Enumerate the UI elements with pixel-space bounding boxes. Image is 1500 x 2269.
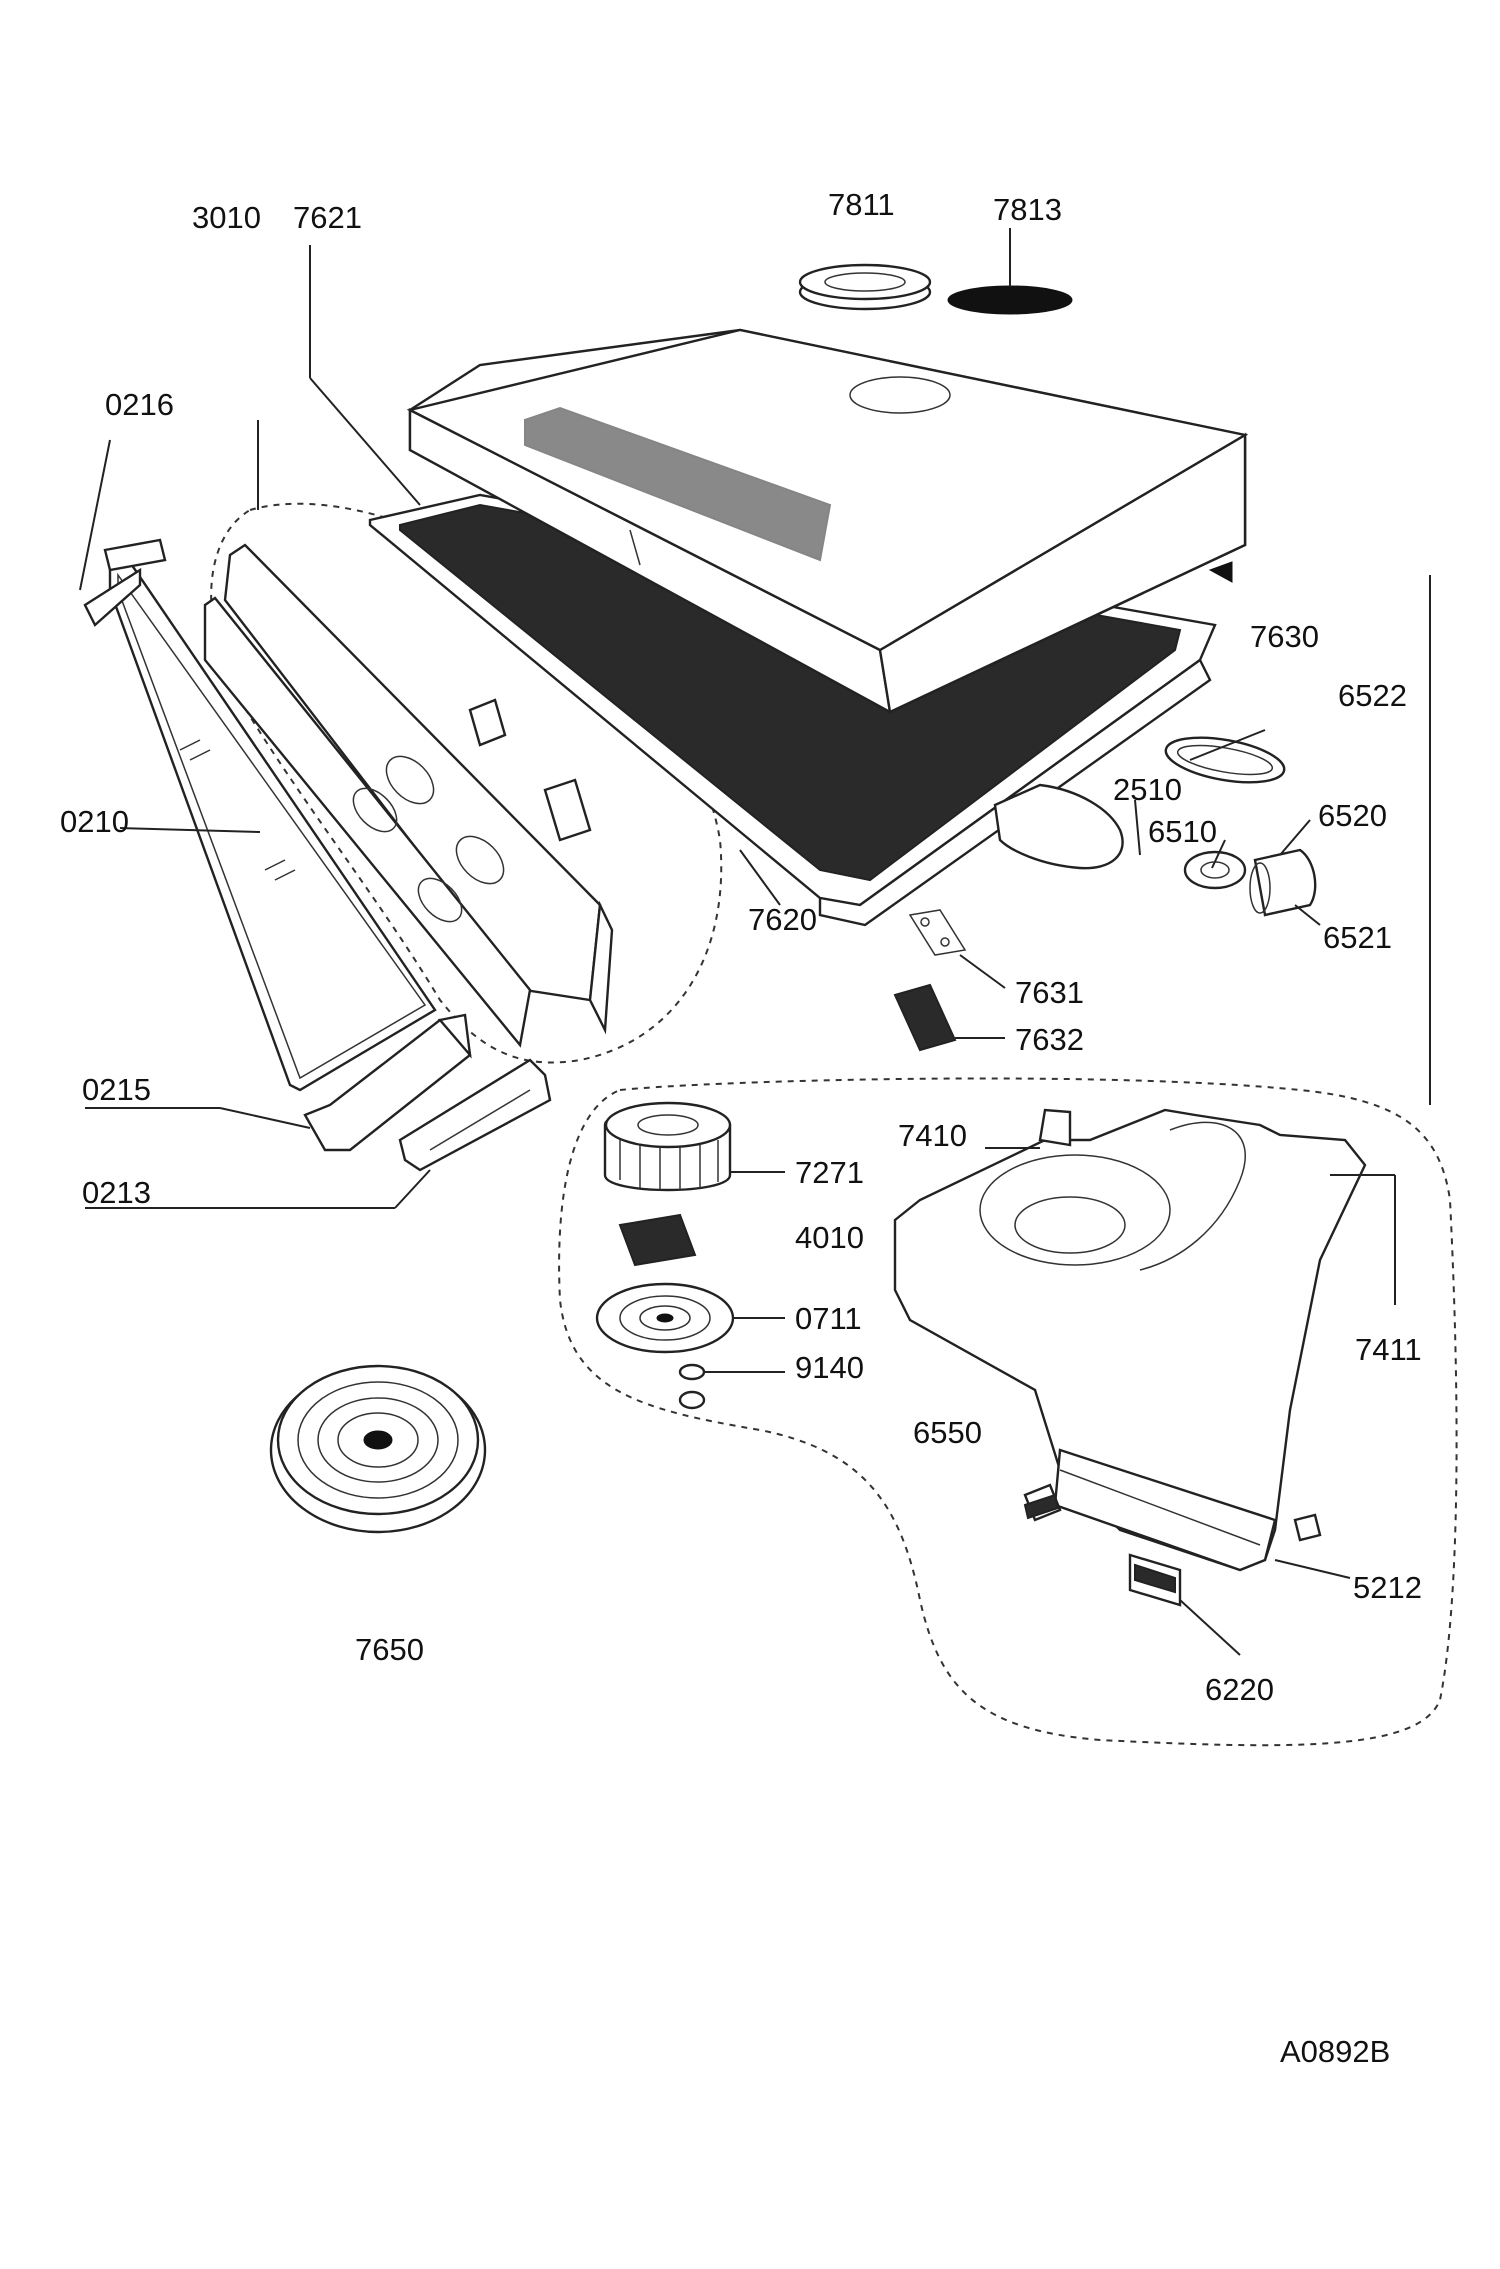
- duct-collar: [798, 263, 932, 311]
- diagram-code: A0892B: [1280, 2034, 1390, 2069]
- slide-bracket-0216: [83, 538, 167, 627]
- label-6520: 6520: [1318, 798, 1387, 833]
- label-7650: 7650: [355, 1632, 424, 1667]
- handle-0215: [303, 1013, 472, 1152]
- label-6550: 6550: [913, 1415, 982, 1450]
- label-7630: 7630: [1250, 619, 1319, 654]
- clip-7631: [908, 909, 967, 956]
- label-7631: 7631: [1015, 975, 1084, 1010]
- label-7621: 7621: [293, 200, 362, 235]
- label-0210: 0210: [60, 804, 129, 839]
- duct-plug-disc: [947, 285, 1073, 315]
- label-6522: 6522: [1338, 678, 1407, 713]
- direction-arrow: [1208, 561, 1233, 583]
- switch-6220: [1128, 1553, 1182, 1607]
- lamp-holder: [1249, 848, 1317, 917]
- label-7620: 7620: [748, 902, 817, 937]
- front-panel: [203, 543, 614, 1048]
- capacitor-4010: [618, 1213, 697, 1267]
- fan-bracket: [993, 783, 1124, 870]
- label-7271: 7271: [795, 1155, 864, 1190]
- label-5212: 5212: [1353, 1570, 1422, 1605]
- label-0213: 0213: [82, 1175, 151, 1210]
- fan-housing: [893, 1108, 1367, 1572]
- label-0215: 0215: [82, 1072, 151, 1107]
- switch-6550: [1023, 1483, 1062, 1522]
- label-9140: 9140: [795, 1350, 864, 1385]
- label-6521: 6521: [1323, 920, 1392, 955]
- impeller-0711: [595, 1282, 735, 1354]
- label-0216: 0216: [105, 387, 174, 422]
- motor-7271: [603, 1101, 732, 1192]
- label-6510: 6510: [1148, 814, 1217, 849]
- leader-lines: [79, 228, 1431, 1656]
- label-2510: 2510: [1113, 772, 1182, 807]
- bracket-5212: [1293, 1513, 1322, 1542]
- charcoal-filter-7650: [269, 1364, 487, 1534]
- label-6220: 6220: [1205, 1672, 1274, 1707]
- slider-0213: [398, 1058, 552, 1172]
- lamp-bulb: [1183, 850, 1247, 890]
- label-7813: 7813: [993, 192, 1062, 227]
- label-3010: 3010: [192, 200, 261, 235]
- label-7410: 7410: [898, 1118, 967, 1153]
- label-0711: 0711: [795, 1301, 862, 1336]
- hood-body: [406, 328, 1249, 715]
- label-4010: 4010: [795, 1220, 864, 1255]
- label-7811: 7811: [828, 187, 895, 222]
- switch-7632: [893, 983, 957, 1052]
- label-7411: 7411: [1355, 1332, 1422, 1367]
- motor-group-outline: [558, 1077, 1458, 1747]
- lamp-cover: [1164, 736, 1286, 784]
- washer-9140: [678, 1363, 706, 1410]
- label-7632: 7632: [1015, 1022, 1084, 1057]
